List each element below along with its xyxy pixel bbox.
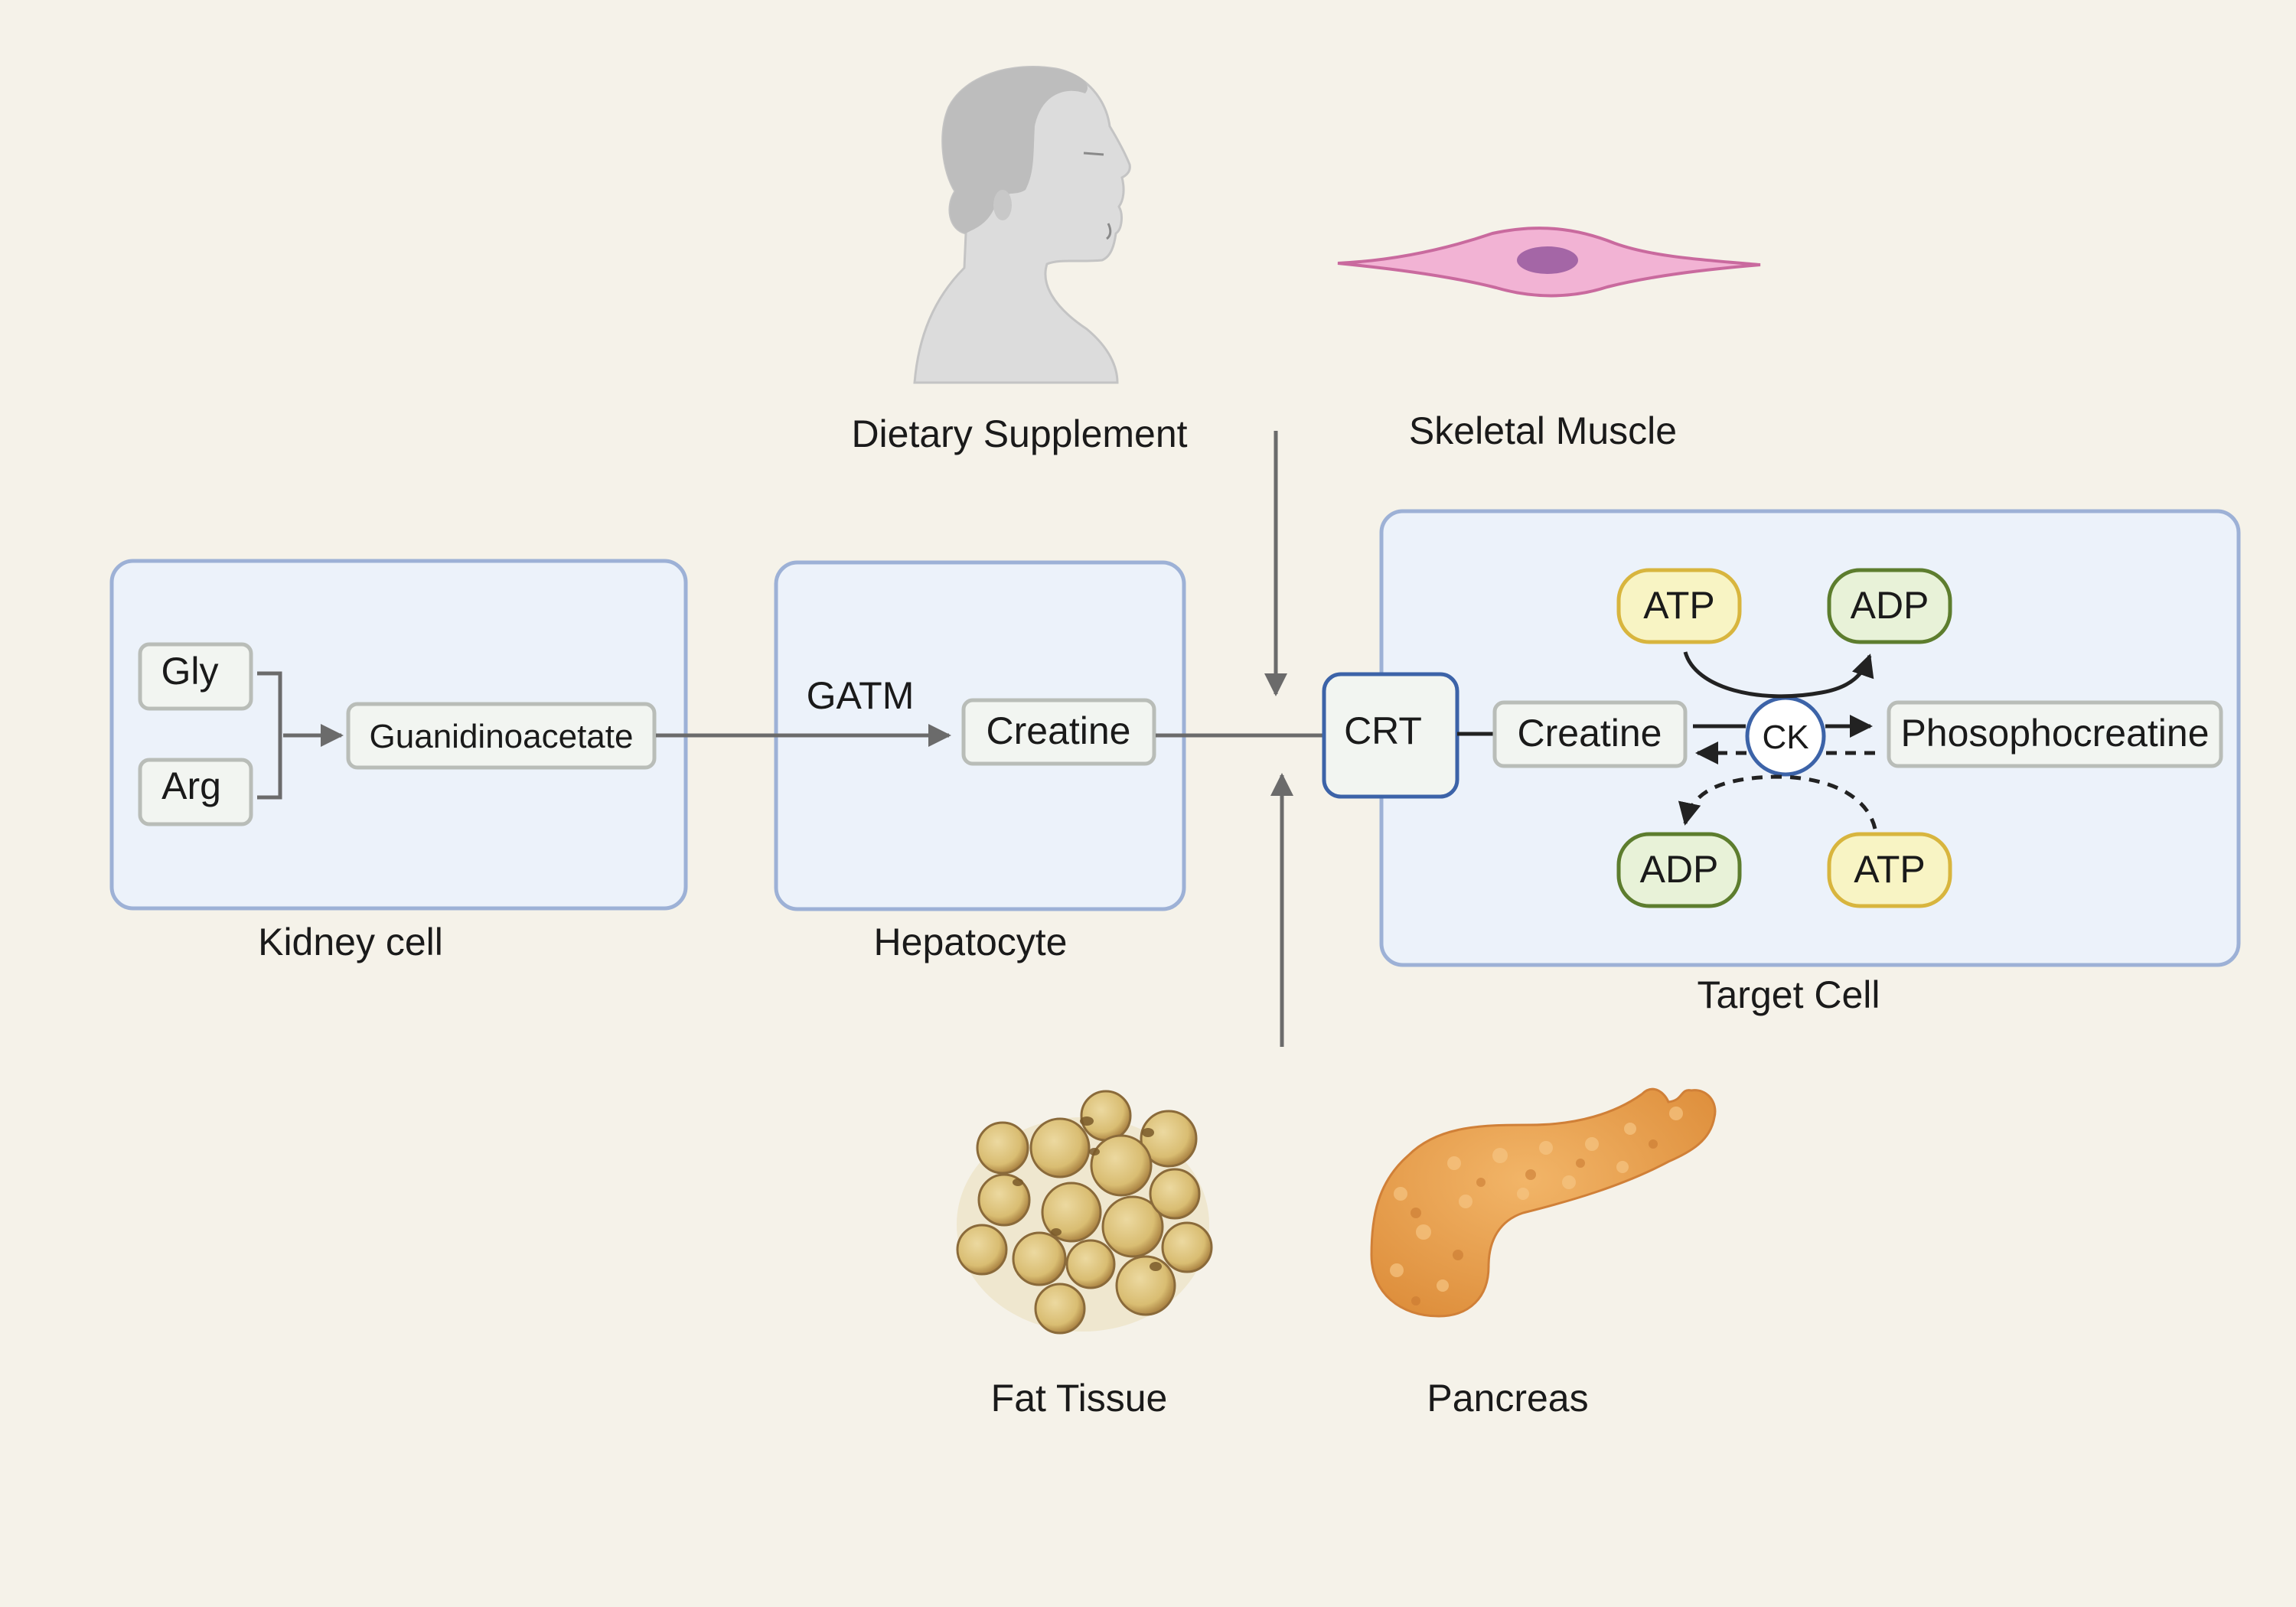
skeletal-muscle-label: Skeletal Muscle — [1409, 409, 1677, 452]
gatm-label: GATM — [807, 674, 915, 717]
atp-to-adp-dashed-curve-arrow — [1678, 774, 1877, 830]
adp-top-label: ADP — [1851, 584, 1929, 627]
atp-top-node — [1616, 568, 1742, 644]
hepatocyte-creatine-node — [961, 698, 1156, 766]
guanidinoacetate-label: Guanidinoacetate — [370, 718, 634, 755]
phosphocreatine-label: Phosophocreatine — [1900, 712, 2209, 755]
gly-node — [138, 642, 253, 711]
adp-top-node — [1827, 568, 1952, 644]
gly-label: Gly — [161, 650, 219, 693]
arg-node — [138, 758, 253, 826]
hepatocyte-label: Hepatocyte — [874, 921, 1068, 963]
hepatocyte-creatine-label: Creatine — [987, 709, 1131, 752]
fat-tissue-icon — [956, 1090, 1213, 1335]
dietary-supplement-label: Dietary Supplement — [851, 412, 1187, 455]
target-creatine-node — [1492, 700, 1688, 768]
muscle-cell-icon — [1337, 227, 1761, 298]
gly-arg-bracket — [257, 671, 282, 800]
guanidinoacetate-node — [346, 702, 657, 770]
crt-label: CRT — [1344, 709, 1422, 752]
pancreas-label: Pancreas — [1427, 1377, 1588, 1420]
human-head-icon — [913, 65, 1131, 384]
arg-label: Arg — [161, 764, 221, 807]
phosphocreatine-node — [1887, 700, 2223, 768]
adp-bottom-label: ADP — [1640, 848, 1719, 891]
atp-top-label: ATP — [1643, 584, 1715, 627]
pancreas-icon — [1370, 1087, 1717, 1318]
kidney-cell-label: Kidney cell — [258, 921, 443, 963]
atp-bottom-node — [1827, 832, 1952, 908]
target-cell-label: Target Cell — [1698, 973, 1880, 1016]
atp-to-adp-curve-arrow — [1683, 651, 1874, 699]
target-creatine-label: Creatine — [1518, 712, 1662, 755]
adp-bottom-node — [1616, 832, 1742, 908]
ck-label: CK — [1762, 719, 1808, 756]
fat-tissue-label: Fat Tissue — [991, 1377, 1168, 1420]
atp-bottom-label: ATP — [1854, 848, 1926, 891]
